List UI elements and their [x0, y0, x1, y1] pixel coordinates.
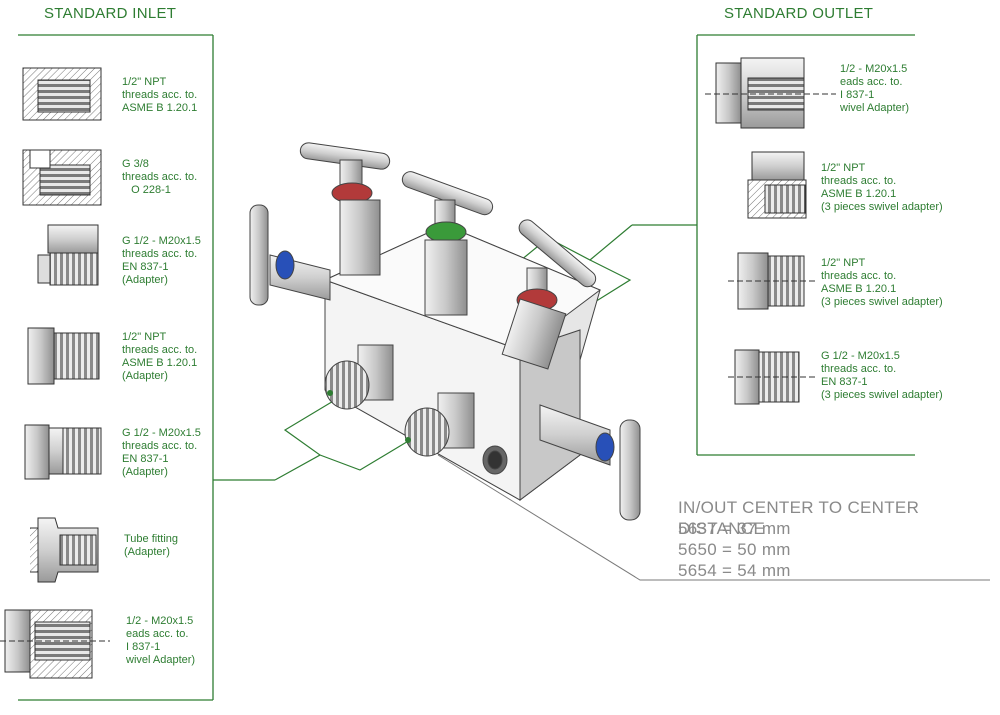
outlet-g12-swivel-icon: [728, 349, 815, 405]
inlet-g12-adapter-icon: [37, 224, 99, 286]
inlet-swivel-adapter-icon: [0, 609, 110, 679]
inlet-label-6: Tube fitting (Adapter): [124, 533, 179, 558]
left-side-valve: [249, 204, 331, 306]
outlet-label-3: 1/2" NPT threads acc. to. ASME B 1.20.1 …: [821, 257, 943, 308]
inlet-npt-threads-icon: [22, 67, 102, 121]
standard-inlet-title: STANDARD INLET: [44, 5, 177, 22]
right-side-valve: [539, 404, 641, 521]
outlet-swivel-adapter-icon: [705, 57, 836, 129]
inlet-g12-m20-adapter-icon: [24, 424, 102, 480]
inlet-label-4: 1/2" NPT threads acc. to. ASME B 1.20.1 …: [122, 331, 198, 382]
outlet-label-1: 1/2 - M20x1.5 eads acc. to. I 837-1 wive…: [840, 63, 910, 114]
distance-title: IN/OUT CENTER TO CENTER DISTANCE: [678, 498, 920, 538]
distance-leader: [437, 454, 990, 581]
red-top-valve: [299, 142, 391, 276]
standard-outlet-title: STANDARD OUTLET: [724, 5, 874, 22]
distance-row-5654: 5654 = 54 mm: [678, 561, 791, 580]
inlet-npt-adapter-icon: [27, 327, 100, 385]
red-right-valve: [501, 219, 597, 370]
outlet-npt-plug-icon: [728, 252, 815, 310]
inlet-g38-threads-icon: [22, 149, 102, 206]
inlet-label-5: G 1/2 - M20x1.5 threads acc. to. EN 837-…: [122, 427, 201, 478]
inlet-label-3: G 1/2 - M20x1.5 threads acc. to. EN 837-…: [122, 235, 201, 286]
outlet-npt-swivel-icon: [747, 151, 807, 219]
distance-row-5650: 5650 = 50 mm: [678, 540, 791, 559]
inlet-label-7: 1/2 - M20x1.5 eads acc. to. I 837-1 wive…: [126, 615, 196, 666]
inlet-label-2: G 3/8 threads acc. to. O 228-1: [122, 158, 198, 196]
green-top-valve: [401, 171, 494, 316]
outlet-panel-frame: [632, 34, 915, 456]
front-ports: [324, 344, 475, 457]
outlet-label-2: 1/2" NPT threads acc. to. ASME B 1.20.1 …: [821, 162, 943, 213]
inlet-label-1: 1/2" NPT threads acc. to. ASME B 1.20.1: [122, 76, 198, 114]
outlet-label-4: G 1/2 - M20x1.5 threads acc. to. EN 837-…: [821, 350, 943, 401]
inlet-panel-frame: [18, 34, 275, 701]
tube-fitting-icon: [30, 517, 99, 583]
distance-row-5637: 5637 = 37 mm: [678, 519, 791, 538]
